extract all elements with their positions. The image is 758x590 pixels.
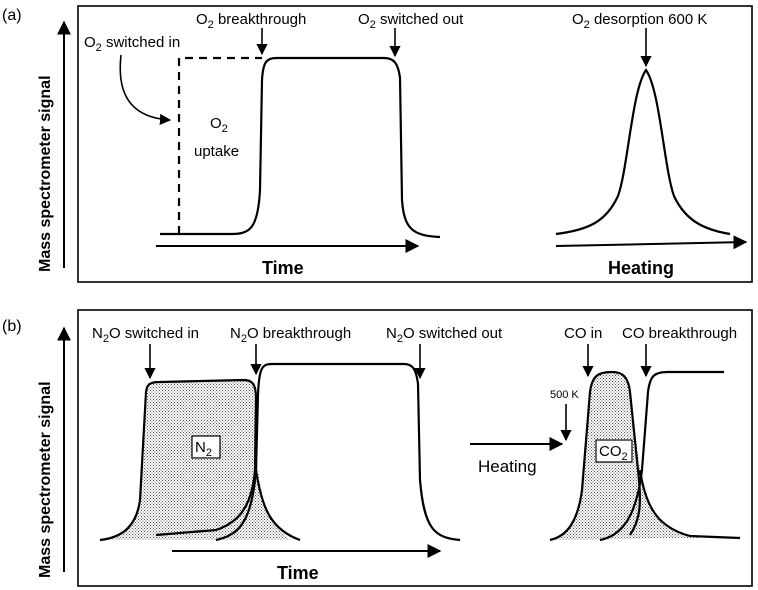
- panel-a-y-axis-label: Mass spectrometer signal: [37, 75, 54, 272]
- panel-b-heating-label: Heating: [478, 457, 537, 476]
- panel-b-co-breakthrough-curve: [599, 370, 724, 542]
- panel-b: (b) Mass spectrometer signal Time N2 CO2…: [2, 309, 753, 587]
- panel-b-n2o-curve: [215, 362, 461, 542]
- panel-a-o2-dashed-curve: [177, 56, 262, 234]
- panel-b-n2-box-label: N2: [195, 439, 212, 459]
- panel-b-n2o-switched-out-label: N2O switched out: [386, 325, 503, 345]
- panel-b-n2o-breakthrough-label: N2O breakthrough: [230, 325, 351, 345]
- panel-a-heating-axis: [555, 235, 748, 250]
- panel-b-n2-area: [100, 380, 292, 540]
- panel-b-n2-outline: [99, 378, 258, 542]
- panel-a-tag: (a): [2, 7, 22, 24]
- panel-b-n2o-switched-in-label: N2O switched in: [92, 325, 199, 345]
- panel-b-500k-label: 500 K: [550, 389, 579, 401]
- panel-b-co2-outline: [549, 370, 642, 542]
- panel-b-y-axis-label: Mass spectrometer signal: [37, 381, 54, 578]
- panel-a-heating-label: Heating: [608, 258, 674, 278]
- panel-a-time-label: Time: [262, 258, 304, 278]
- panel-a-o2-uptake-label: O2: [210, 115, 228, 135]
- panel-b-time-label: Time: [277, 563, 319, 583]
- panel-a-desorption-peak: [555, 68, 731, 236]
- panel-a: (a) Mass spectrometer signal Time Heatin…: [2, 5, 753, 283]
- panel-a-o2-switched-out-label: O2 switched out: [358, 11, 464, 31]
- panel-b-n2o-tail: [254, 469, 301, 542]
- panel-b-co-in-label: CO in: [564, 325, 602, 342]
- panel-a-o2-signal-curve: [160, 56, 441, 239]
- panel-b-n2-box: [191, 435, 221, 459]
- panel-b-tag: (b): [2, 318, 22, 335]
- panel-b-co2-box: [595, 439, 633, 463]
- panel-a-o2-breakthrough-label: O2 breakthrough: [196, 11, 306, 31]
- panel-a-o2-desorption-label: O2 desorption 600 K: [572, 11, 707, 31]
- panel-b-co2-box-label: CO2: [599, 443, 628, 463]
- panel-a-o2-switched-in-label: O2 switched in: [84, 34, 180, 54]
- panel-a-o2-switched-in-arrow: [119, 54, 172, 125]
- panel-a-frame: [77, 5, 753, 283]
- panel-b-frame: [77, 309, 753, 587]
- panel-b-co-breakthrough-label: CO breakthrough: [622, 325, 737, 342]
- panel-a-o2-uptake-word: uptake: [194, 143, 239, 160]
- panel-b-co2-tail: [638, 469, 741, 540]
